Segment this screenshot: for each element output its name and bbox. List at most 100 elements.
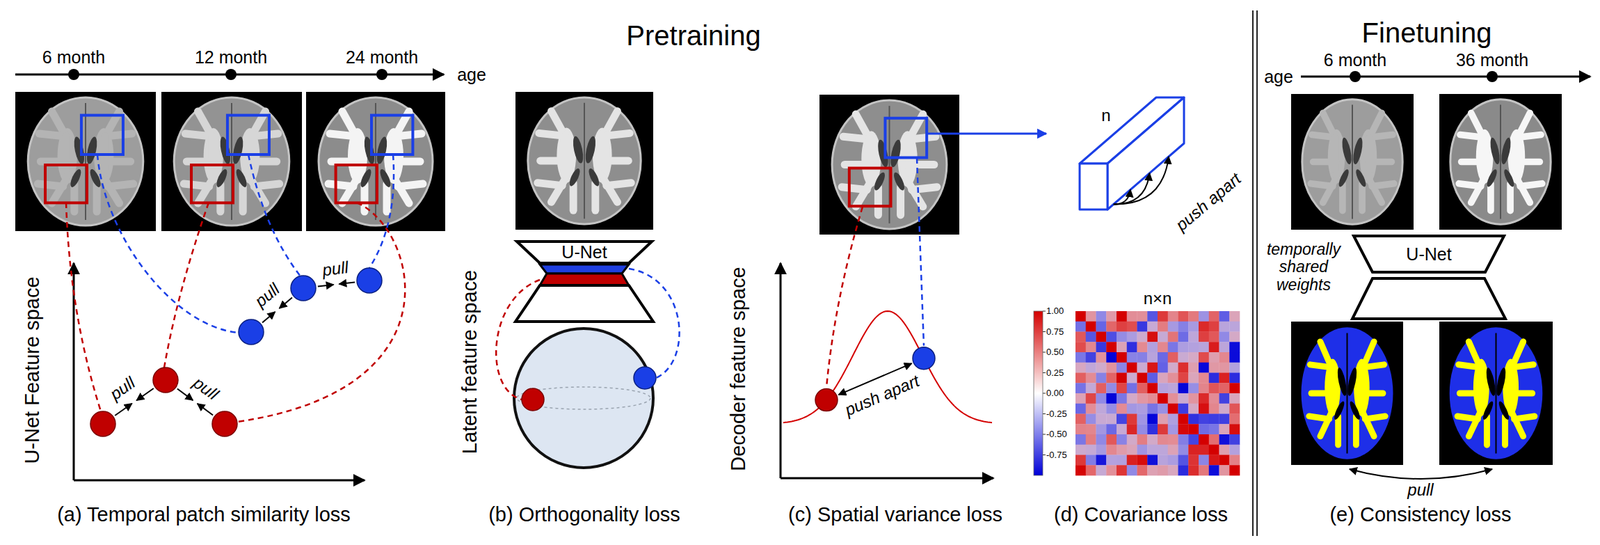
matrix-cell: [1116, 352, 1127, 363]
matrix-cell: [1085, 331, 1097, 343]
matrix-cell: [1168, 341, 1179, 352]
figure-shape: [27, 97, 144, 226]
panel-caption: (b) Orthogonality loss: [486, 502, 682, 526]
pull-arrow: [262, 311, 275, 323]
figure-shape: [378, 167, 394, 189]
matrix-cell: [1198, 454, 1210, 466]
matrix-cell: [1157, 403, 1168, 414]
matrix-cell: [1229, 341, 1240, 352]
panel-caption: (c) Spatial variance loss: [786, 502, 1004, 526]
matrix-cell: [1209, 403, 1220, 414]
matrix-cell: [1198, 434, 1210, 445]
matrix-cell: [1209, 413, 1220, 425]
matrix-cell: [1188, 403, 1199, 414]
tick-label: 0.50: [1046, 347, 1064, 358]
figure-shape: [606, 182, 632, 186]
matrix-cell: [1106, 403, 1117, 414]
figure-shape: [602, 157, 629, 165]
matrix-cell: [1106, 372, 1117, 384]
figure-shape: [361, 183, 369, 212]
matrix-cell: [1168, 454, 1179, 466]
plot-axis: [779, 262, 782, 478]
matrix-cell: [1198, 382, 1210, 394]
matrix-cell: [1157, 393, 1168, 404]
matrix-cell: [1106, 362, 1117, 373]
pull-label: pull: [320, 257, 351, 280]
matrix-cell: [1209, 362, 1220, 373]
matrix-cell: [1075, 393, 1086, 404]
figure-shape: [68, 167, 83, 189]
matrix-cell: [1178, 341, 1189, 352]
figure-shape: [105, 133, 132, 137]
matrix-cell: [1209, 454, 1220, 466]
matrix-cell: [1106, 423, 1117, 435]
mri-slice: [1439, 93, 1562, 230]
matrix-cell: [1178, 393, 1189, 404]
matrix-cell: [1137, 341, 1148, 352]
figure-shape: [38, 133, 66, 137]
figure-shape: [1509, 407, 1524, 437]
matrix-cell: [1106, 434, 1117, 445]
latent-band: [539, 273, 629, 286]
matrix-cell: [1116, 403, 1127, 414]
matrix-cell: [1209, 393, 1220, 404]
feature-dot: [521, 388, 544, 411]
figure-shape: [583, 102, 586, 219]
matrix-cell: [1147, 423, 1158, 435]
age-label: 12 month: [193, 47, 269, 68]
matrix-cell: [1219, 464, 1230, 476]
tick-label: -0.75: [1046, 449, 1068, 460]
figure-shape: [1291, 321, 1404, 465]
figure-shape: [909, 136, 936, 140]
feature-column: [1079, 97, 1184, 210]
plot-axis: [73, 262, 76, 480]
figure-shape: [1460, 134, 1484, 138]
figure-shape: [1516, 158, 1540, 166]
matrix-cell: [1147, 331, 1158, 343]
figure-shape: [253, 183, 279, 187]
figure-shape: [1476, 367, 1484, 402]
matrix-cell: [1188, 362, 1199, 373]
matrix-cell: [1188, 372, 1199, 384]
figure-shape: [1309, 416, 1330, 419]
panel-caption: (e) Consistency loss: [1328, 502, 1513, 526]
matrix-cell: [1168, 464, 1179, 476]
figure-shape: [1348, 400, 1362, 421]
matrix-cell: [1116, 341, 1127, 352]
matrix-cell: [1116, 382, 1127, 394]
matrix-cell: [1219, 310, 1230, 322]
colorbar: [1033, 310, 1043, 476]
matrix-cell: [1116, 331, 1127, 343]
matrix-cell: [1126, 372, 1138, 384]
matrix-cell: [1178, 423, 1189, 435]
matrix-cell: [1096, 454, 1107, 466]
segmentation-map: [1439, 321, 1553, 465]
node-label-box: U-Net: [515, 240, 654, 265]
figure-shape: [214, 167, 229, 189]
figure-shape: [328, 183, 354, 187]
matrix-cell: [1096, 341, 1107, 352]
panel-caption: (d) Covariance loss: [1052, 502, 1230, 526]
matrix-cell: [1085, 352, 1097, 363]
figure-shape: [230, 135, 245, 165]
latent-sphere: [514, 328, 654, 468]
matrix-cell: [1188, 382, 1199, 394]
matrix-cell: [1178, 352, 1189, 363]
leader-curve: [628, 268, 680, 378]
figure-shape: [1495, 332, 1498, 453]
matrix-cell: [1157, 382, 1168, 394]
figure-shape: [1368, 158, 1392, 166]
matrix-cell: [1096, 423, 1107, 435]
leader-curve: [164, 202, 209, 368]
leader-curve: [916, 157, 924, 346]
matrix-cell: [1085, 454, 1097, 466]
matrix-cell: [1157, 362, 1168, 373]
figure-shape: [1353, 416, 1360, 445]
matrix-cell: [1157, 352, 1168, 363]
figure-shape: [397, 183, 423, 187]
matrix-cell: [1137, 321, 1148, 332]
matrix-cell: [1178, 464, 1189, 476]
matrix-cell: [1219, 331, 1230, 343]
feature-dot: [356, 267, 382, 293]
figure-shape: [537, 182, 563, 186]
